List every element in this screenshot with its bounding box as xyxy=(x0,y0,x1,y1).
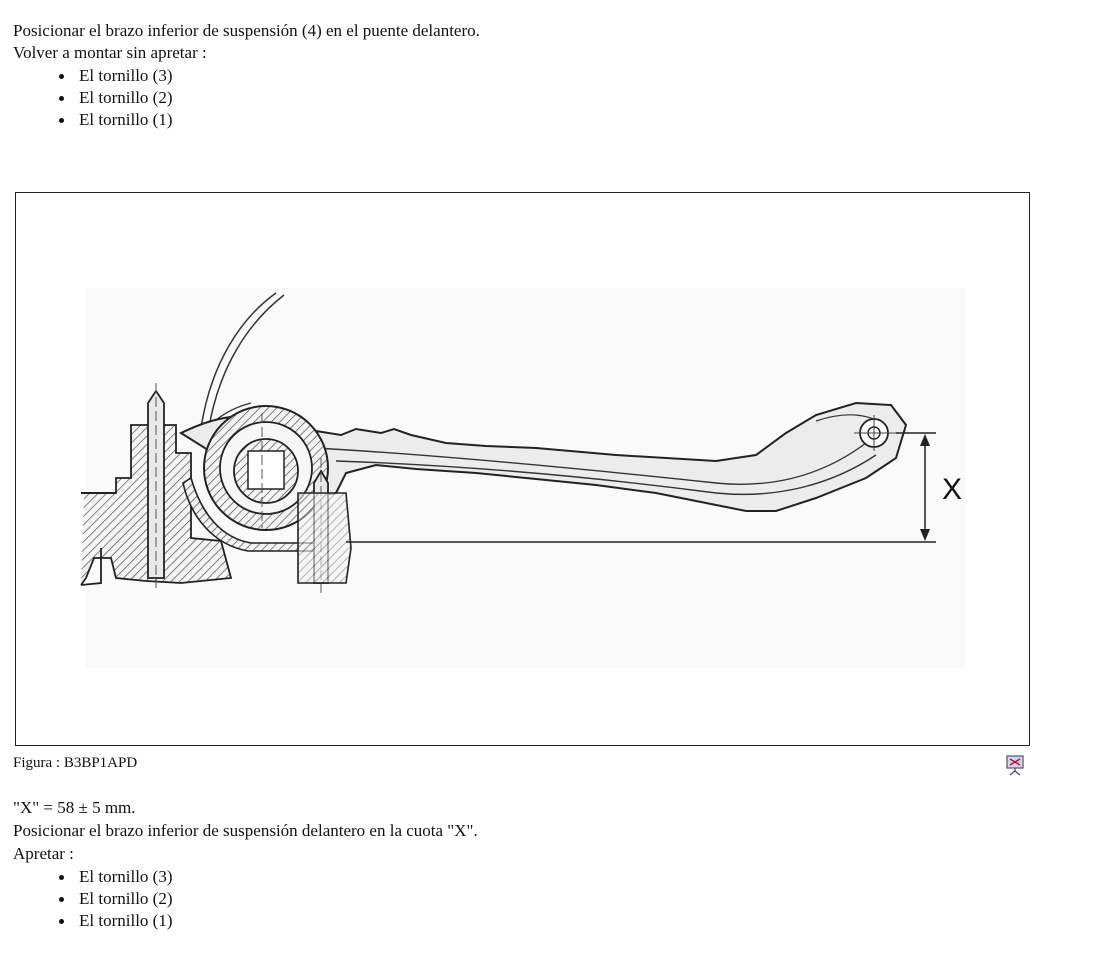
intro-line-2: Volver a montar sin apretar : xyxy=(13,43,207,62)
after-list: El tornillo (3) El tornillo (2) El torni… xyxy=(13,866,172,932)
figure-caption: Figura : B3BP1APD xyxy=(13,755,138,771)
spec-line: "X" = 58 ± 5 mm. xyxy=(13,798,136,817)
after-line-2: Apretar : xyxy=(13,844,74,863)
dimension-label-x: X xyxy=(942,473,962,506)
list-item: El tornillo (1) xyxy=(58,110,173,129)
print-icon[interactable] xyxy=(1005,754,1025,776)
intro-list: El tornillo (3) El tornillo (2) El torni… xyxy=(13,65,172,131)
list-item: El tornillo (2) xyxy=(58,88,173,107)
intro-line-1: Posicionar el brazo inferior de suspensi… xyxy=(13,21,480,40)
after-line-1: Posicionar el brazo inferior de suspensi… xyxy=(13,821,478,840)
list-item: El tornillo (3) xyxy=(58,66,173,85)
list-item: El tornillo (1) xyxy=(58,911,173,930)
suspension-arm-drawing: X xyxy=(80,288,966,668)
list-item: El tornillo (2) xyxy=(58,889,173,908)
list-item: El tornillo (3) xyxy=(58,867,173,886)
figure-frame: X xyxy=(15,192,1030,746)
